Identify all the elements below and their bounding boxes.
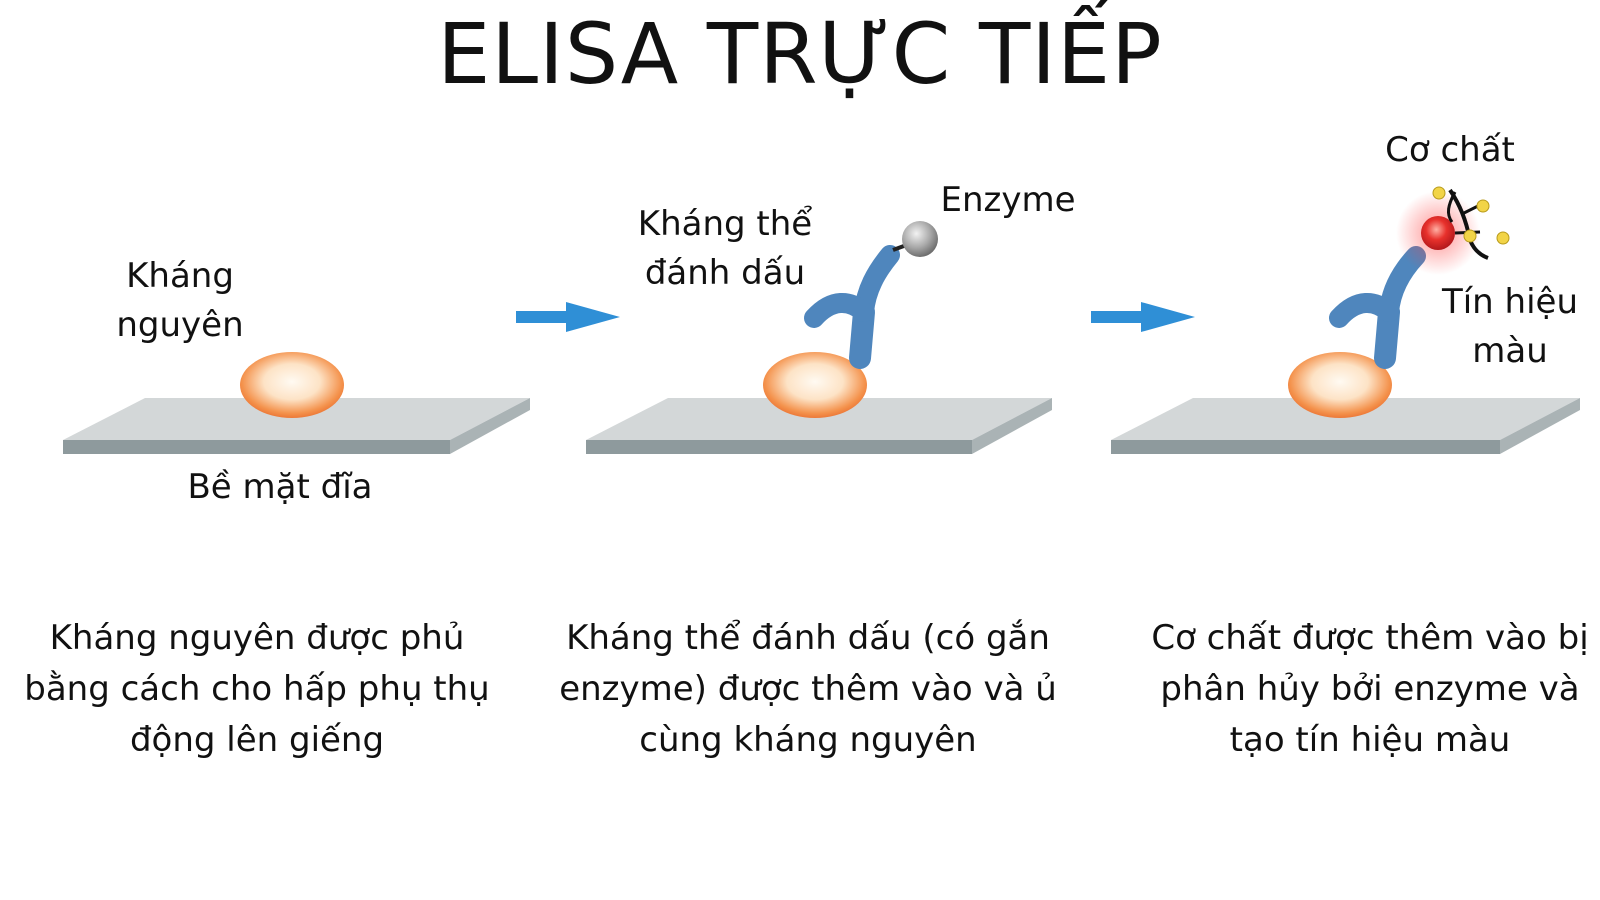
antigen-label: Kháng nguyên [100, 252, 260, 351]
step-3-group [1111, 186, 1580, 454]
labeled-antibody-label: Kháng thể đánh dấu [620, 200, 830, 299]
right-arrow-icon [516, 302, 620, 332]
plate-surface-label-text: Bề mặt đĩa [187, 467, 373, 507]
color-signal-label: Tín hiệu màu [1430, 278, 1590, 377]
plate-surface [63, 398, 530, 454]
labeled-antibody-label-text: Kháng thể đánh dấu [637, 204, 813, 294]
antigen-label-text: Kháng nguyên [116, 256, 244, 346]
plate-surface-label: Bề mặt đĩa [160, 463, 400, 512]
color-signal-icon [1421, 216, 1455, 250]
y-antibody-icon [1329, 246, 1426, 369]
antigen-ellipse-icon [1288, 352, 1392, 418]
plate-surface [1111, 398, 1580, 454]
substrate-molecule-icon [1432, 186, 1510, 260]
enzyme-label: Enzyme [928, 176, 1088, 225]
y-antibody-icon [804, 245, 900, 369]
substrate-label: Cơ chất [1370, 126, 1530, 175]
substrate-label-text: Cơ chất [1385, 130, 1515, 170]
antigen-ellipse-icon [240, 352, 344, 418]
enzyme-label-text: Enzyme [940, 180, 1076, 220]
plate-surface [586, 398, 1052, 454]
antigen-ellipse-icon [763, 352, 867, 418]
step-2-caption: Kháng thể đánh dấu (có gắn enzyme) được … [559, 618, 1057, 760]
step-3-caption: Cơ chất được thêm vào bị phân hủy bởi en… [1151, 618, 1589, 760]
right-arrow-icon [1091, 302, 1195, 332]
step-1-caption: Kháng nguyên được phủ bằng cách cho hấp … [24, 618, 490, 760]
step-2-group [586, 221, 1052, 454]
step-1-group [63, 352, 530, 454]
diagram-title: ELISA TRỰC TIẾP [437, 5, 1163, 103]
color-signal-label-text: Tín hiệu màu [1441, 282, 1579, 372]
enzyme-sphere-icon [902, 221, 938, 257]
